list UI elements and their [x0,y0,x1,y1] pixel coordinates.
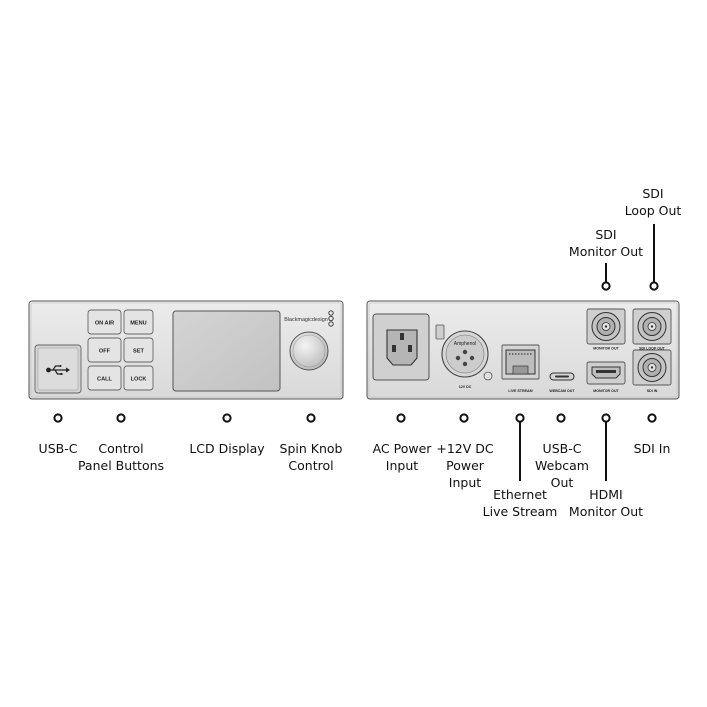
callout-text: Input [448,475,482,490]
rear-panel: Amphenol 12V DC LIVE STREAM WEBCAM OUT [366,300,680,400]
callout-text: HDMI [589,487,623,502]
callout-text: Input [385,458,419,473]
menu-label: MENU [130,321,146,327]
callout-ethernet: Ethernet Live Stream [483,486,558,520]
sdi-monitor-label: MONITOR OUT [593,347,619,351]
webcam-label: WEBCAM OUT [549,389,575,393]
callout-text: USB-C [38,441,78,456]
callout-hdmi-monitor: HDMI Monitor Out [569,486,643,520]
sdi-in-port[interactable]: SDI IN [632,349,672,393]
callout-text: Monitor Out [568,244,644,259]
callout-text: LCD Display [189,441,265,456]
callout-text: SDI [595,227,617,242]
callout-usb-c: USB-C [39,440,78,457]
sdi-in-label: SDI IN [647,389,658,393]
on-air-label: ON AIR [95,321,114,327]
call-button[interactable]: CALL [87,365,122,391]
callout-ac-power: AC Power Input [373,440,432,474]
callout-dot [459,413,469,423]
front-panel: ON AIR MENU OFF SET CALL LOCK [28,300,344,400]
callout-lcd-display: LCD Display [189,440,264,457]
off-button[interactable]: OFF [87,337,122,363]
callout-dot [647,413,657,423]
callout-dot [649,281,659,291]
callout-dot [306,413,316,423]
callout-dot [396,413,406,423]
callout-dot [222,413,232,423]
callout-sdi-monitor-out: SDI Monitor Out [569,226,643,260]
hdmi-label: MONITOR OUT [593,389,619,393]
callout-sdi-in: SDI In [634,440,671,457]
callout-text: Loop Out [624,203,682,218]
callout-control-panel-buttons: Control Panel Buttons [78,440,164,474]
dc-power-input[interactable]: Amphenol 12V DC [435,324,493,389]
callout-sdi-loop-out: SDI Loop Out [625,185,682,219]
callout-dot [556,413,566,423]
hdmi-port[interactable]: MONITOR OUT [586,361,626,393]
callout-text: Control [288,458,334,473]
usb-icon [46,365,70,375]
callout-dot [601,281,611,291]
ac-power-input[interactable] [372,313,430,381]
off-label: OFF [99,349,111,355]
control-panel-buttons: ON AIR MENU OFF SET CALL LOCK [87,309,154,391]
sdi-loop-out-port[interactable]: SDI LOOP OUT [632,308,672,351]
callout-text: Power [446,458,484,473]
callout-dot [515,413,525,423]
ethernet-label: LIVE STREAM [508,389,532,393]
callout-dot [53,413,63,423]
sdi-loop-label: SDI LOOP OUT [639,347,665,351]
brand-text: Blackmagicdesign [284,317,327,323]
callout-text: Out [550,475,574,490]
brand-logo-icon [328,310,334,327]
callout-text: +12V DC [436,441,494,456]
callout-dc-power: +12V DC Power Input [436,440,493,491]
callout-leaders [53,224,659,481]
callout-text: SDI [642,186,664,201]
callout-text: Monitor Out [568,504,644,519]
call-label: CALL [97,377,112,383]
callout-text: SDI In [633,441,671,456]
callout-spin-knob: Spin Knob Control [280,440,343,474]
xlr-brand-label: Amphenol [454,341,477,347]
callout-text: Ethernet [493,487,547,502]
dc-label: 12V DC [459,385,472,389]
callout-usb-c-webcam: USB-C Webcam Out [535,440,589,491]
lock-button[interactable]: LOCK [123,365,154,391]
lock-label: LOCK [131,377,147,383]
callout-dot [116,413,126,423]
callout-text: Spin Knob [279,441,343,456]
lcd-display [172,310,281,392]
on-air-button[interactable]: ON AIR [87,309,122,335]
set-label: SET [133,349,144,355]
usb-c-webcam-port[interactable]: WEBCAM OUT [549,372,575,393]
sdi-monitor-out-port[interactable]: MONITOR OUT [586,308,626,351]
callout-text: AC Power [372,441,432,456]
usb-c-port[interactable] [34,344,82,394]
callout-text: Live Stream [482,504,558,519]
set-button[interactable]: SET [123,337,154,363]
callout-text: Control [98,441,144,456]
callout-text: Panel Buttons [77,458,165,473]
callout-dot [601,413,611,423]
callout-text: USB-C [542,441,582,456]
spin-knob[interactable] [289,331,329,371]
menu-button[interactable]: MENU [123,309,154,335]
ethernet-port[interactable]: LIVE STREAM [501,344,540,393]
callout-text: Webcam [535,458,589,473]
